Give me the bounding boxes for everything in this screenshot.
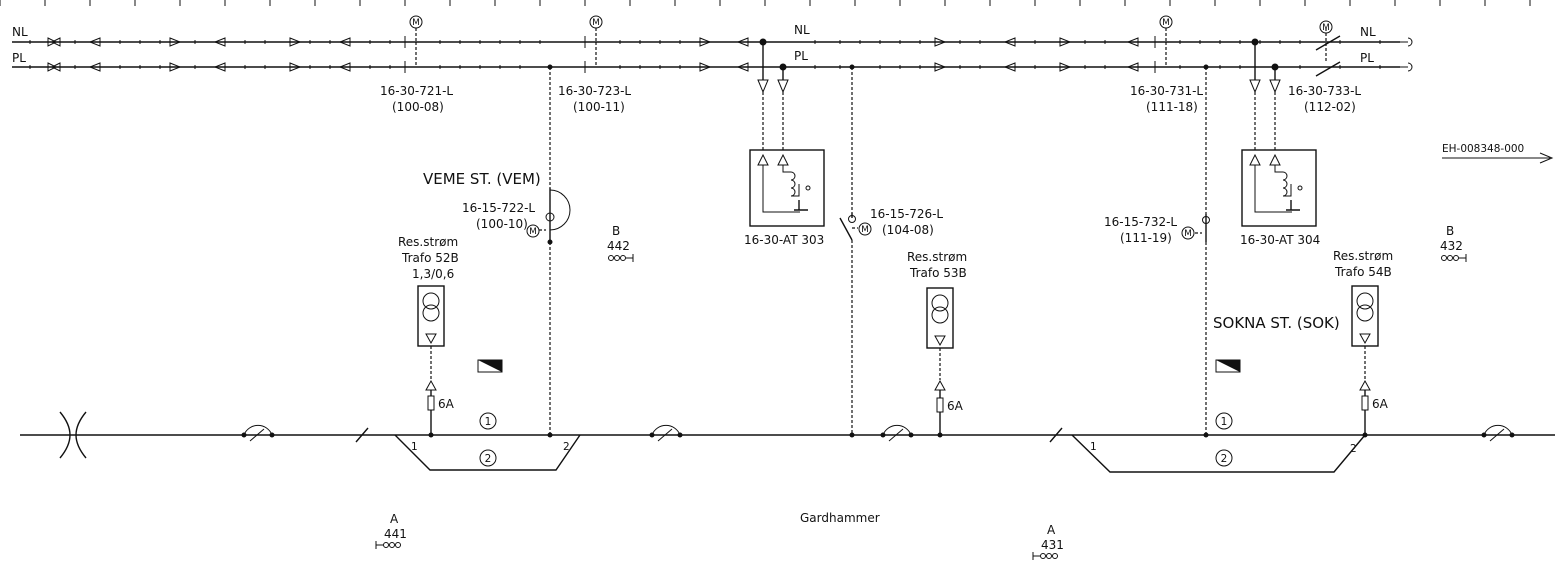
reserve-transformer-54b: Res.strøm Trafo 54B 6A bbox=[1333, 249, 1393, 435]
veme-track-2-marker: 2 bbox=[479, 449, 497, 467]
svg-text:1: 1 bbox=[485, 416, 492, 428]
sokna-switch-1: 1 bbox=[1090, 441, 1097, 453]
svg-text:Res.strøm: Res.strøm bbox=[907, 250, 967, 264]
switch-732-ref: (111-19) bbox=[1120, 231, 1172, 245]
switch-722-ref: (100-10) bbox=[476, 217, 528, 231]
svg-text:B: B bbox=[1446, 224, 1454, 238]
autotransformer-304 bbox=[1241, 42, 1317, 227]
svg-text:6A: 6A bbox=[438, 397, 455, 411]
sokna-track-1-marker: 1 bbox=[1215, 412, 1233, 430]
reserve-transformer-53b: Res.strøm Trafo 53B 6A bbox=[907, 250, 967, 435]
drawing-reference: EH-008348-000 bbox=[1442, 143, 1524, 155]
nl-feeder-label-end: NL bbox=[1360, 25, 1376, 39]
station-veme: VEME ST. (VEM) bbox=[423, 170, 541, 188]
svg-text:441: 441 bbox=[384, 527, 407, 541]
switch-731-symbol: M bbox=[1154, 15, 1173, 73]
signal-b-432: B 432 bbox=[1440, 224, 1467, 262]
siding-sokna bbox=[1071, 432, 1368, 473]
svg-text:6A: 6A bbox=[947, 399, 964, 413]
section-flag-icon bbox=[477, 359, 503, 373]
station-sokna: SOKNA ST. (SOK) bbox=[1213, 314, 1340, 332]
svg-text:Res.strøm: Res.strøm bbox=[398, 235, 458, 249]
svg-text:442: 442 bbox=[607, 239, 630, 253]
svg-text:Trafo 52B: Trafo 52B bbox=[401, 251, 459, 265]
switch-721-id: 16-30-721-L bbox=[380, 84, 453, 98]
switch-733-symbol: M bbox=[1315, 20, 1341, 77]
switch-721-ref: (100-08) bbox=[392, 100, 444, 114]
switch-721-symbol: M bbox=[404, 15, 423, 73]
svg-text:M: M bbox=[861, 225, 869, 235]
veme-switch-1: 1 bbox=[411, 441, 418, 453]
top-ruler bbox=[0, 0, 1531, 6]
feeder-drop-726: M bbox=[839, 67, 872, 435]
pl-feeder-label: PL bbox=[12, 51, 26, 65]
svg-text:1,3/0,6: 1,3/0,6 bbox=[412, 267, 454, 281]
svg-text:B: B bbox=[612, 224, 620, 238]
autotransformer-304-label: 16-30-AT 304 bbox=[1240, 233, 1320, 247]
switch-723-ref: (100-11) bbox=[573, 100, 625, 114]
switch-732-id: 16-15-732-L bbox=[1104, 215, 1177, 229]
svg-text:Res.strøm: Res.strøm bbox=[1333, 249, 1393, 263]
track-insulated-joint-left bbox=[59, 411, 87, 459]
section-insulators bbox=[241, 424, 1515, 443]
svg-text:6A: 6A bbox=[1372, 397, 1389, 411]
location-label: Gardhammer bbox=[800, 511, 880, 525]
feeder-junctions bbox=[547, 38, 1279, 71]
svg-text:Trafo 53B: Trafo 53B bbox=[909, 266, 967, 280]
svg-text:2: 2 bbox=[485, 453, 492, 465]
autotransformer-303-label: 16-30-AT 303 bbox=[744, 233, 824, 247]
svg-text:Trafo 54B: Trafo 54B bbox=[1334, 265, 1392, 279]
feeder-drop-732: M bbox=[1181, 67, 1210, 435]
svg-text:M: M bbox=[1322, 23, 1330, 33]
svg-text:M: M bbox=[412, 18, 420, 28]
svg-text:432: 432 bbox=[1440, 239, 1463, 253]
pl-feeder-label-end: PL bbox=[1360, 51, 1374, 65]
switch-733-id: 16-30-733-L bbox=[1288, 84, 1361, 98]
svg-text:M: M bbox=[1162, 18, 1170, 28]
switch-723-id: 16-30-723-L bbox=[558, 84, 631, 98]
autotransformer-303 bbox=[749, 42, 825, 227]
veme-track-1-marker: 1 bbox=[479, 412, 497, 430]
svg-text:M: M bbox=[1184, 229, 1192, 239]
continuation-arrow-icon bbox=[1442, 152, 1554, 164]
svg-text:M: M bbox=[529, 227, 537, 237]
switch-726-ref: (104-08) bbox=[882, 223, 934, 237]
svg-text:1: 1 bbox=[1221, 416, 1228, 428]
feeder-tick-marks bbox=[29, 40, 1381, 69]
svg-text:431: 431 bbox=[1041, 538, 1064, 552]
feeder-insulators bbox=[47, 37, 1139, 72]
svg-text:M: M bbox=[592, 18, 600, 28]
svg-text:2: 2 bbox=[1221, 453, 1228, 465]
svg-text:A: A bbox=[1047, 523, 1056, 537]
reserve-transformer-52b: Res.strøm Trafo 52B 1,3/0,6 6A bbox=[398, 235, 459, 435]
signal-b-442: B 442 bbox=[607, 224, 634, 262]
switch-731-id: 16-30-731-L bbox=[1130, 84, 1203, 98]
svg-text:A: A bbox=[390, 512, 399, 526]
switch-723-symbol: M bbox=[584, 15, 603, 73]
section-flag-icon-2 bbox=[1215, 359, 1241, 373]
switch-731-ref: (111-18) bbox=[1146, 100, 1198, 114]
veme-switch-2: 2 bbox=[563, 441, 570, 453]
switch-733-ref: (112-02) bbox=[1304, 100, 1356, 114]
signal-a-431: A 431 bbox=[1032, 523, 1064, 560]
siding-veme bbox=[394, 432, 943, 471]
signal-a-441: A 441 bbox=[375, 512, 407, 549]
switch-726-id: 16-15-726-L bbox=[870, 207, 943, 221]
nl-feeder-label-mid: NL bbox=[794, 23, 810, 37]
pl-feeder-label-mid: PL bbox=[794, 49, 808, 63]
nl-feeder-label: NL bbox=[12, 25, 28, 39]
switch-722-id: 16-15-722-L bbox=[462, 201, 535, 215]
feeder-drop-722: M bbox=[526, 67, 571, 435]
sokna-track-2-marker: 2 bbox=[1215, 449, 1233, 467]
sokna-switch-2: 2 bbox=[1350, 443, 1357, 455]
